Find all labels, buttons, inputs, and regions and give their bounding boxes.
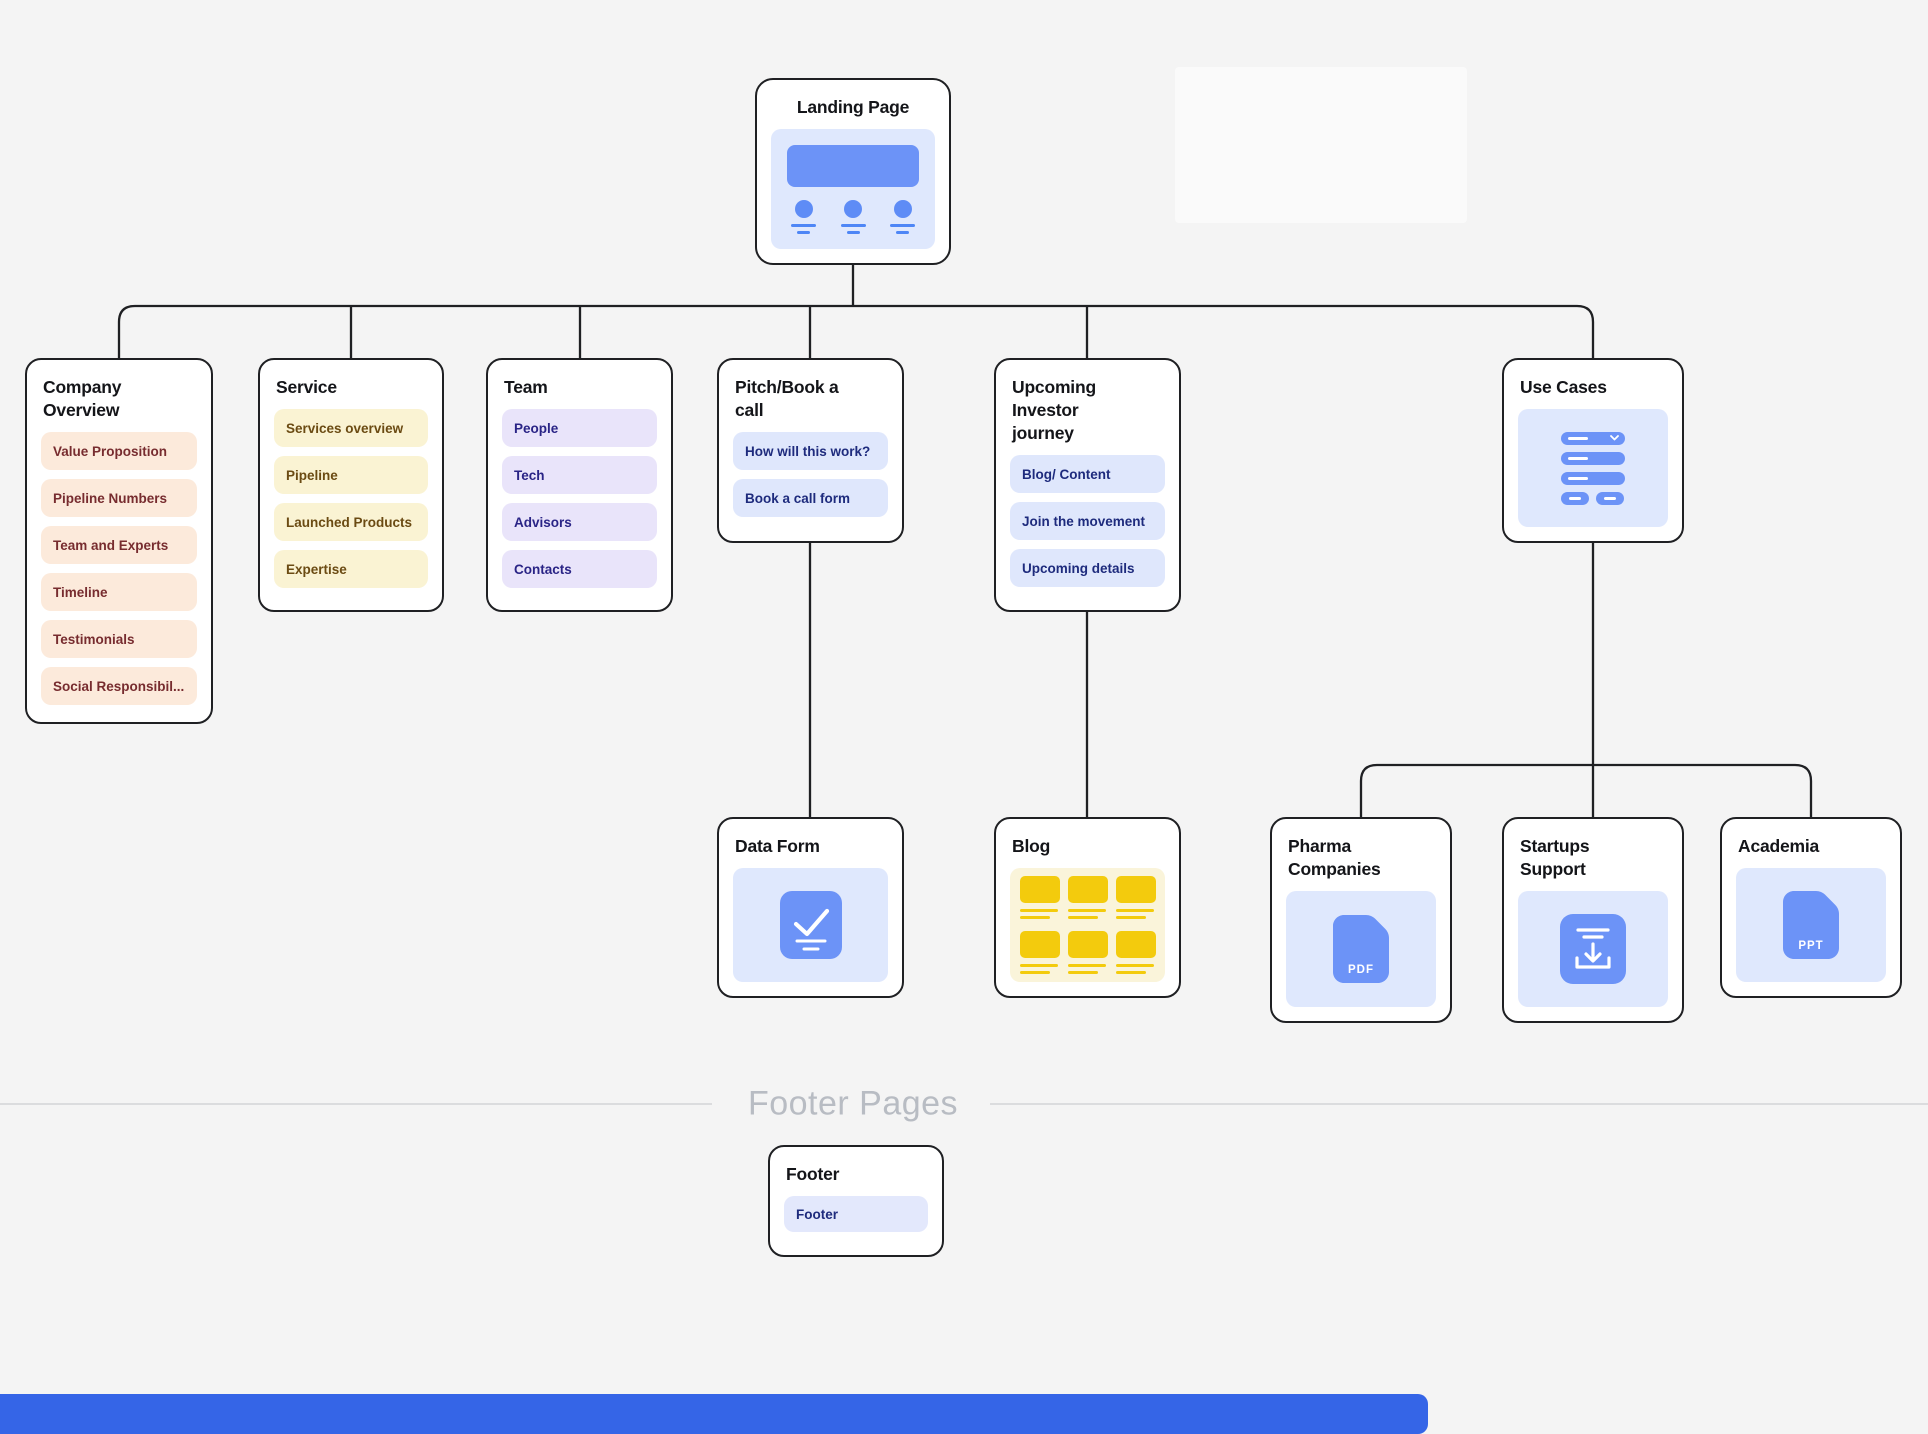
- divider-line-right: [990, 1103, 1928, 1105]
- section-divider-label: Footer Pages: [747, 1084, 959, 1123]
- card-title: Footer: [786, 1164, 840, 1184]
- sitemap-item[interactable]: Pipeline Numbers: [41, 479, 197, 518]
- sitemap-item[interactable]: Book a call form: [733, 479, 888, 518]
- sitemap-item[interactable]: Timeline: [41, 573, 197, 612]
- download-icon: [1518, 891, 1668, 1007]
- card-title: Use Cases: [1520, 377, 1607, 397]
- faint-frame: [1175, 67, 1467, 223]
- card-title: Upcoming Investor journey: [1012, 377, 1096, 444]
- file-type-label: PPT: [1798, 940, 1823, 952]
- sitemap-item[interactable]: Footer: [784, 1196, 928, 1233]
- card-title: Startups Support: [1520, 836, 1590, 880]
- card-company-overview[interactable]: Company Overview Value Proposition Pipel…: [25, 358, 213, 724]
- card-service[interactable]: Service Services overview Pipeline Launc…: [258, 358, 444, 612]
- card-title: Academia: [1738, 836, 1820, 856]
- sitemap-item[interactable]: Blog/ Content: [1010, 455, 1165, 494]
- card-title: Pharma Companies: [1288, 836, 1381, 880]
- pdf-file-icon: PDF: [1286, 891, 1436, 1007]
- card-title: Team: [504, 377, 548, 397]
- sitemap-item[interactable]: Pipeline: [274, 456, 428, 495]
- sitemap-item[interactable]: Contacts: [502, 550, 657, 589]
- card-title: Pitch/Book a call: [735, 377, 839, 421]
- sitemap-item[interactable]: Services overview: [274, 409, 428, 448]
- feature-column-icon: [840, 199, 866, 234]
- sitemap-item[interactable]: Join the movement: [1010, 502, 1165, 541]
- card-data-form[interactable]: Data Form: [717, 817, 904, 998]
- card-title: Company Overview: [43, 377, 122, 421]
- feature-column-icon: [791, 199, 816, 234]
- sitemap-item[interactable]: Testimonials: [41, 620, 197, 659]
- card-blog[interactable]: Blog: [994, 817, 1181, 998]
- chevron-down-icon: [1610, 435, 1619, 441]
- sitemap-item[interactable]: How will this work?: [733, 432, 888, 471]
- hero-block: [787, 144, 919, 187]
- ppt-file-icon: PPT: [1736, 868, 1886, 982]
- sitemap-item[interactable]: Advisors: [502, 503, 657, 542]
- card-startups-support[interactable]: Startups Support: [1502, 817, 1684, 1023]
- card-title: Blog: [1012, 836, 1051, 856]
- sitemap-item[interactable]: Expertise: [274, 550, 428, 589]
- card-use-cases[interactable]: Use Cases: [1502, 358, 1684, 543]
- card-title: Data Form: [735, 836, 820, 856]
- card-pitch-book-a-call[interactable]: Pitch/Book a call How will this work? Bo…: [717, 358, 904, 543]
- card-pharma-companies[interactable]: Pharma Companies PDF: [1270, 817, 1452, 1023]
- blog-grid-icon: [1010, 868, 1165, 982]
- sitemap-item[interactable]: People: [502, 409, 657, 448]
- file-type-label: PDF: [1348, 964, 1374, 976]
- card-upcoming-investor-journey[interactable]: Upcoming Investor journey Blog/ Content …: [994, 358, 1181, 612]
- card-title: Service: [276, 377, 337, 397]
- sitemap-item[interactable]: Launched Products: [274, 503, 428, 542]
- sitemap-item[interactable]: Upcoming details: [1010, 549, 1165, 588]
- divider-line-left: [0, 1103, 712, 1105]
- sitemap-item[interactable]: Team and Experts: [41, 526, 197, 565]
- form-list-icon: [1518, 409, 1668, 527]
- card-title: Landing Page: [796, 97, 910, 117]
- sitemap-item[interactable]: Value Proposition: [41, 432, 197, 471]
- form-check-icon: [733, 868, 888, 982]
- bottom-blue-bar[interactable]: [0, 1394, 1428, 1434]
- card-landing-page[interactable]: Landing Page: [755, 78, 951, 265]
- card-academia[interactable]: Academia PPT: [1720, 817, 1902, 998]
- feature-column-icon: [890, 199, 915, 234]
- card-footer[interactable]: Footer Footer: [768, 1145, 944, 1257]
- landing-wireframe-icon: [771, 129, 935, 249]
- card-team[interactable]: Team People Tech Advisors Contacts: [486, 358, 673, 612]
- sitemap-item[interactable]: Tech: [502, 456, 657, 495]
- sitemap-item[interactable]: Social Responsibil...: [41, 667, 197, 706]
